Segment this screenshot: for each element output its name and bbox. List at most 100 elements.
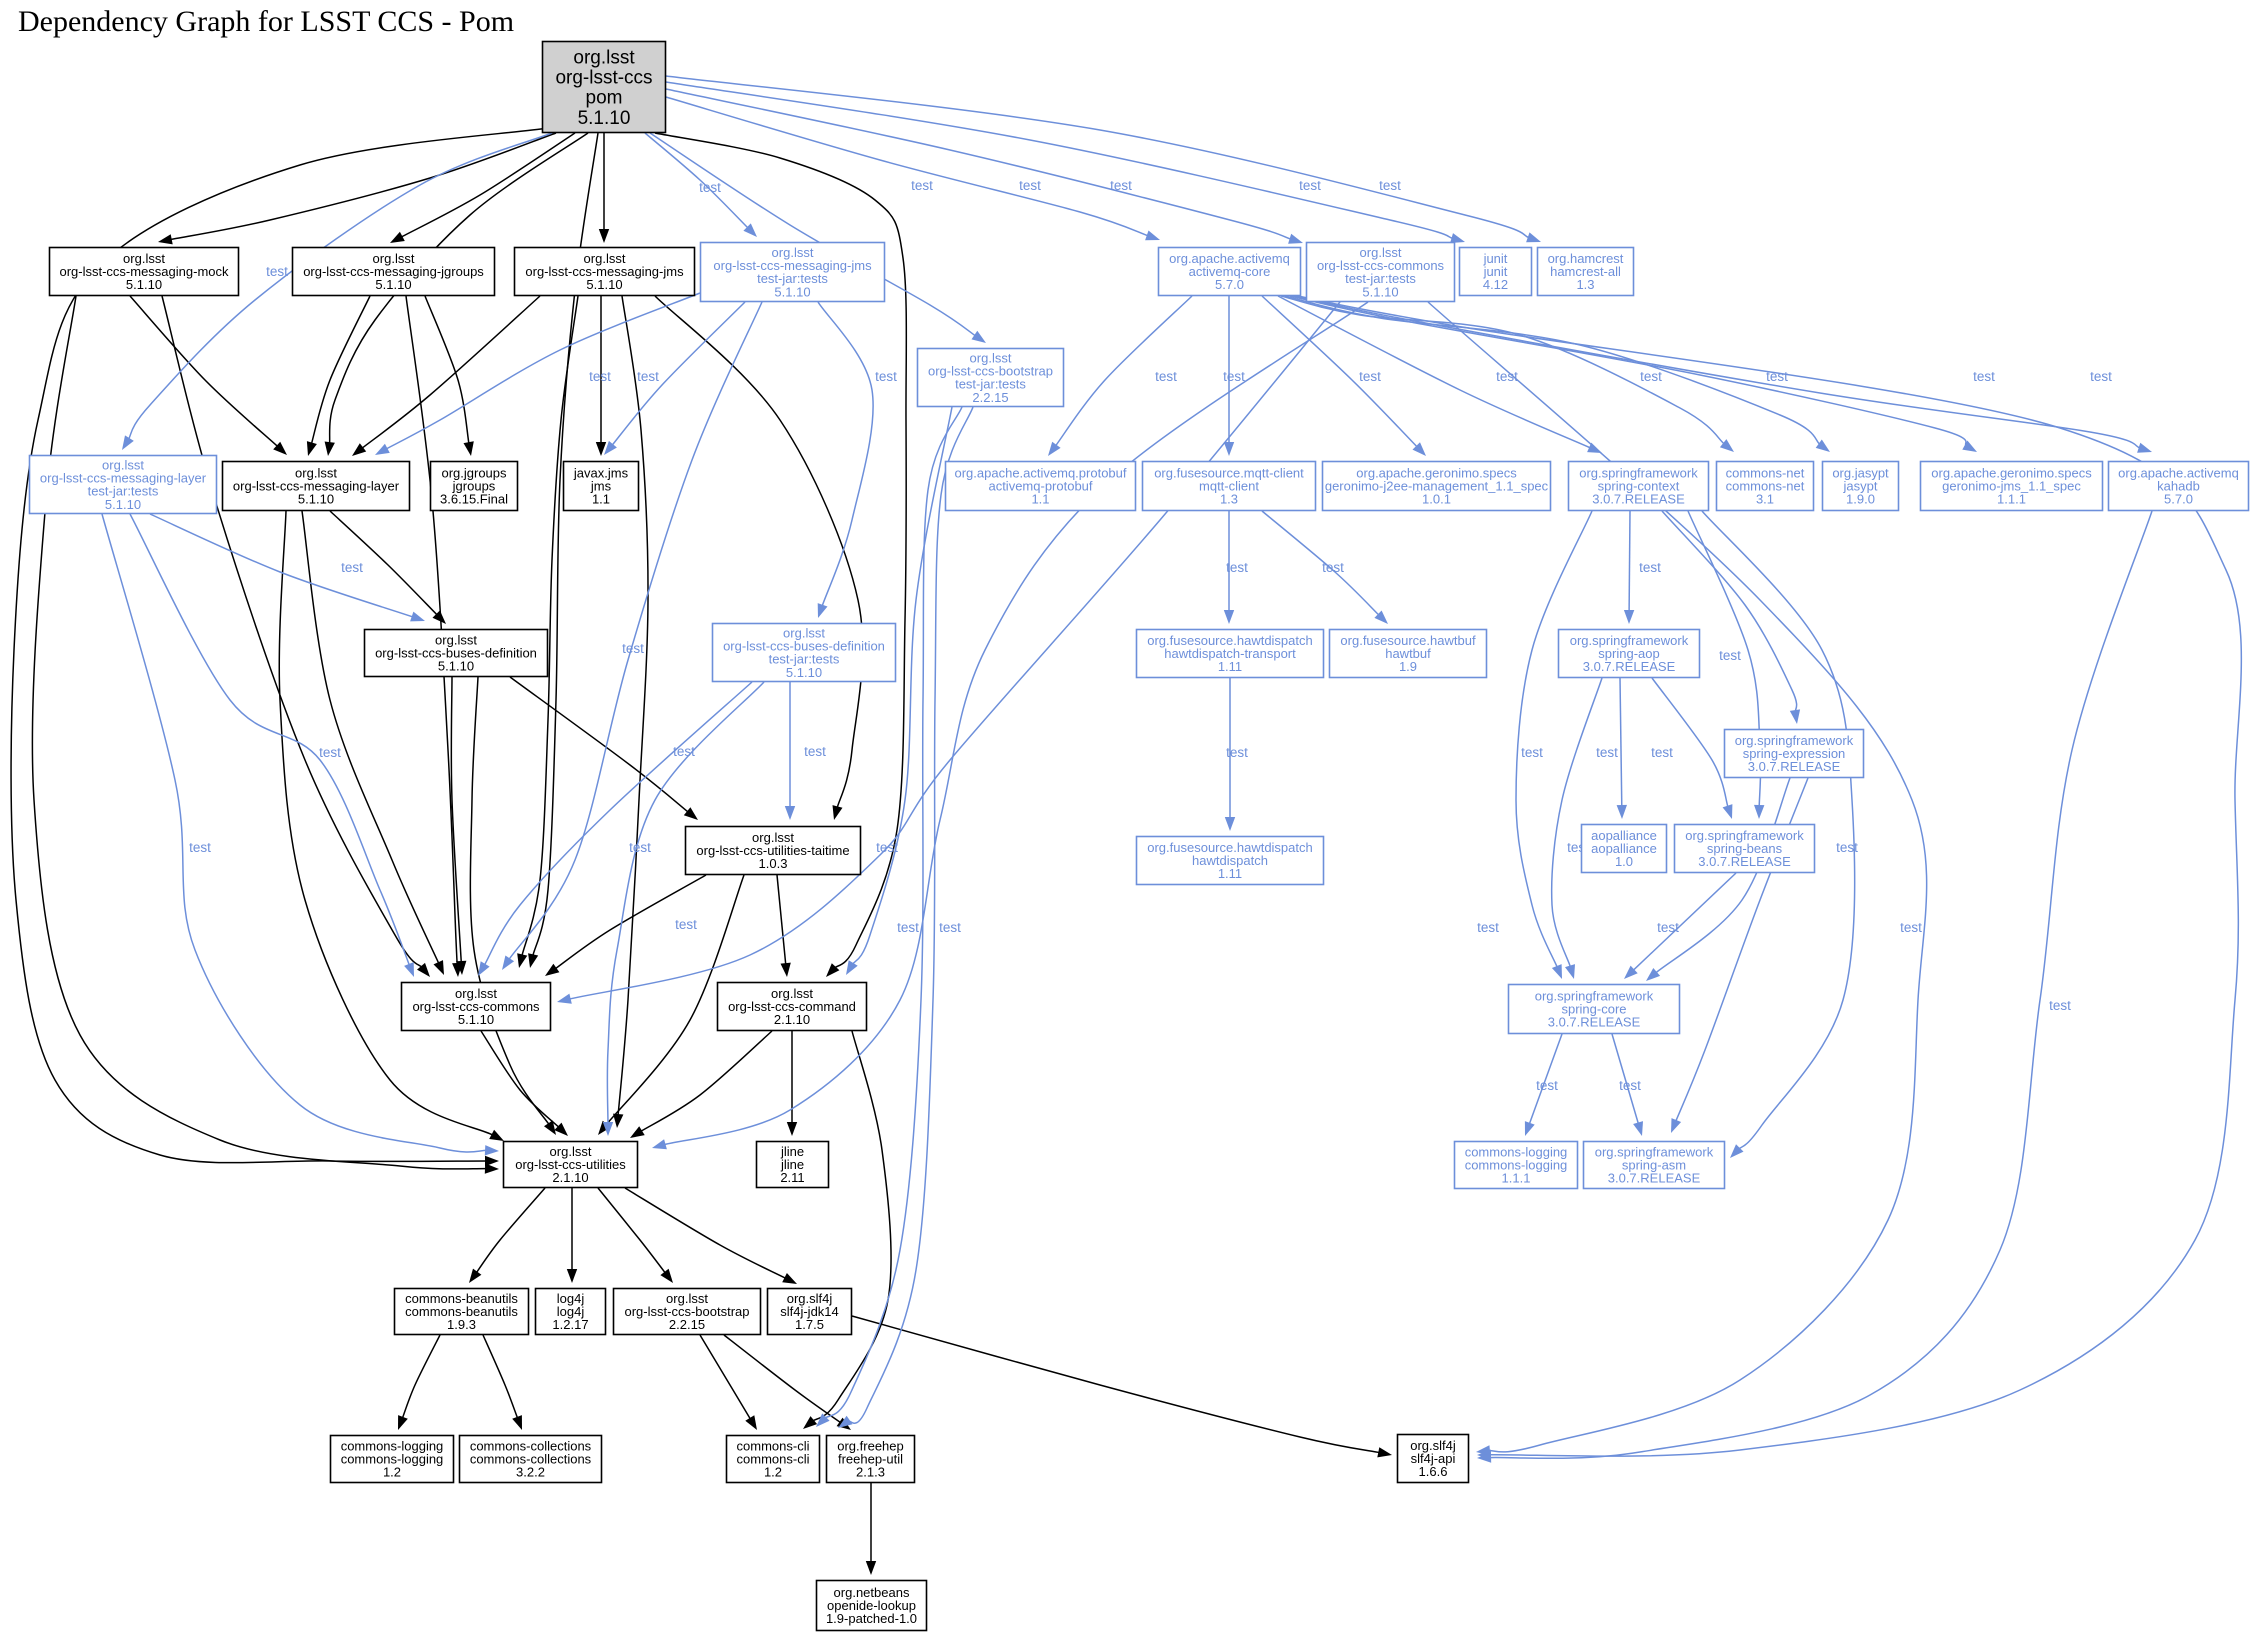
svg-text:test: test: [2049, 998, 2071, 1013]
svg-text:org-lsst-ccs-bootstrap: org-lsst-ccs-bootstrap: [625, 1304, 750, 1319]
svg-text:org.fusesource.hawtdispatch: org.fusesource.hawtdispatch: [1147, 633, 1312, 648]
svg-text:test: test: [266, 264, 288, 279]
svg-text:test: test: [1477, 920, 1499, 935]
svg-text:5.1.10: 5.1.10: [578, 108, 631, 129]
svg-text:3.6.15.Final: 3.6.15.Final: [440, 492, 508, 507]
svg-text:spring-context: spring-context: [1598, 479, 1680, 494]
svg-text:commons-logging: commons-logging: [341, 1452, 444, 1467]
svg-text:1.3: 1.3: [1220, 492, 1238, 507]
svg-text:org.apache.geronimo.specs: org.apache.geronimo.specs: [1931, 465, 2092, 480]
svg-text:hawtdispatch: hawtdispatch: [1192, 853, 1268, 868]
svg-text:org.fusesource.hawtbuf: org.fusesource.hawtbuf: [1340, 633, 1476, 648]
svg-text:test: test: [1223, 369, 1245, 384]
svg-text:test: test: [911, 178, 933, 193]
svg-text:5.1.10: 5.1.10: [1362, 284, 1398, 299]
svg-text:org.fusesource.mqtt-client: org.fusesource.mqtt-client: [1154, 465, 1304, 480]
svg-text:test: test: [1619, 1078, 1641, 1093]
svg-text:org.lsst: org.lsst: [771, 986, 813, 1001]
svg-text:1.1.1: 1.1.1: [1997, 492, 2026, 507]
svg-text:test: test: [675, 917, 697, 932]
svg-text:test-jar:tests: test-jar:tests: [88, 484, 159, 499]
svg-text:3.0.7.RELEASE: 3.0.7.RELEASE: [1608, 1171, 1701, 1186]
svg-text:slf4j-api: slf4j-api: [1411, 1451, 1456, 1466]
svg-text:org-lsst-ccs-messaging-jms: org-lsst-ccs-messaging-jms: [713, 258, 872, 273]
svg-text:test: test: [1657, 920, 1679, 935]
svg-text:org.lsst: org.lsst: [783, 625, 825, 640]
svg-text:org-lsst-ccs-buses-definition: org-lsst-ccs-buses-definition: [723, 639, 885, 654]
svg-text:org.lsst: org.lsst: [550, 1144, 592, 1159]
svg-text:org.springframework: org.springframework: [1595, 1144, 1714, 1159]
svg-text:org.fusesource.hawtdispatch: org.fusesource.hawtdispatch: [1147, 840, 1312, 855]
svg-text:test: test: [1226, 745, 1248, 760]
svg-text:jgroups: jgroups: [452, 479, 496, 494]
svg-text:1.2: 1.2: [764, 1465, 782, 1480]
svg-text:test-jar:tests: test-jar:tests: [757, 271, 828, 286]
svg-text:org.springframework: org.springframework: [1685, 828, 1804, 843]
svg-text:test: test: [699, 180, 721, 195]
svg-text:test: test: [1639, 560, 1661, 575]
svg-text:1.1.1: 1.1.1: [1502, 1171, 1531, 1186]
svg-text:test: test: [1973, 369, 1995, 384]
svg-text:org.apache.activemq.protobuf: org.apache.activemq.protobuf: [955, 465, 1127, 480]
svg-text:test: test: [1640, 369, 1662, 384]
svg-text:pom: pom: [586, 88, 623, 109]
svg-text:1.9-patched-1.0: 1.9-patched-1.0: [826, 1611, 917, 1626]
svg-text:1.0: 1.0: [1615, 854, 1633, 869]
svg-text:3.0.7.RELEASE: 3.0.7.RELEASE: [1592, 492, 1685, 507]
svg-text:test: test: [1766, 369, 1788, 384]
svg-text:org.lsst: org.lsst: [435, 632, 477, 647]
svg-text:test: test: [897, 920, 919, 935]
svg-text:org.springframework: org.springframework: [1579, 465, 1698, 480]
svg-text:org.lsst: org.lsst: [123, 251, 165, 266]
svg-text:org-lsst-ccs-commons: org-lsst-ccs-commons: [412, 999, 540, 1014]
svg-text:junit: junit: [1483, 264, 1508, 279]
svg-text:1.9: 1.9: [1399, 659, 1417, 674]
svg-text:3.0.7.RELEASE: 3.0.7.RELEASE: [1748, 759, 1841, 774]
svg-text:aopalliance: aopalliance: [1591, 828, 1657, 843]
svg-text:test: test: [1359, 369, 1381, 384]
svg-text:org.springframework: org.springframework: [1735, 733, 1854, 748]
svg-text:test: test: [589, 369, 611, 384]
svg-text:test: test: [1155, 369, 1177, 384]
svg-text:2.11: 2.11: [780, 1170, 804, 1185]
svg-text:5.1.10: 5.1.10: [375, 277, 411, 292]
svg-text:test: test: [1019, 178, 1041, 193]
svg-text:jasypt: jasypt: [1843, 479, 1878, 494]
svg-text:commons-cli: commons-cli: [737, 1452, 810, 1467]
svg-text:org.netbeans: org.netbeans: [834, 1585, 910, 1600]
svg-text:jline: jline: [780, 1144, 804, 1159]
svg-text:test-jar:tests: test-jar:tests: [1345, 271, 1416, 286]
svg-text:hamcrest-all: hamcrest-all: [1550, 264, 1621, 279]
svg-text:2.2.15: 2.2.15: [669, 1317, 705, 1332]
svg-text:test: test: [876, 840, 898, 855]
svg-text:test: test: [1322, 560, 1344, 575]
svg-text:3.2.2: 3.2.2: [516, 1465, 545, 1480]
svg-text:kahadb: kahadb: [2157, 479, 2200, 494]
svg-text:test: test: [189, 840, 211, 855]
svg-text:org.freehep: org.freehep: [837, 1438, 904, 1453]
svg-text:geronimo-j2ee-management_1.1_s: geronimo-j2ee-management_1.1_spec: [1325, 479, 1549, 494]
svg-text:test: test: [875, 369, 897, 384]
svg-text:3.0.7.RELEASE: 3.0.7.RELEASE: [1698, 854, 1791, 869]
svg-text:5.7.0: 5.7.0: [2164, 492, 2193, 507]
svg-text:1.9.3: 1.9.3: [447, 1317, 476, 1332]
svg-text:test: test: [1379, 178, 1401, 193]
svg-text:junit: junit: [1483, 251, 1508, 266]
svg-text:1.11: 1.11: [1218, 659, 1242, 674]
svg-text:org.lsst: org.lsst: [102, 457, 144, 472]
svg-text:log4j: log4j: [557, 1291, 585, 1306]
svg-text:test: test: [341, 560, 363, 575]
svg-text:test: test: [1651, 745, 1673, 760]
svg-text:Dependency Graph for LSST CCS: Dependency Graph for LSST CCS - Pom: [18, 5, 514, 38]
svg-text:commons-net: commons-net: [1726, 465, 1805, 480]
svg-text:activemq-core: activemq-core: [1189, 264, 1271, 279]
svg-text:2.1.3: 2.1.3: [856, 1465, 885, 1480]
svg-text:5.1.10: 5.1.10: [298, 492, 334, 507]
svg-text:3.0.7.RELEASE: 3.0.7.RELEASE: [1583, 659, 1676, 674]
svg-text:5.7.0: 5.7.0: [1215, 277, 1244, 292]
svg-text:commons-cli: commons-cli: [737, 1438, 810, 1453]
svg-text:slf4j-jdk14: slf4j-jdk14: [780, 1304, 839, 1319]
svg-text:openide-lookup: openide-lookup: [827, 1598, 916, 1613]
svg-text:org-lsst-ccs-messaging-jms: org-lsst-ccs-messaging-jms: [525, 264, 684, 279]
svg-text:org.hamcrest: org.hamcrest: [1548, 251, 1624, 266]
